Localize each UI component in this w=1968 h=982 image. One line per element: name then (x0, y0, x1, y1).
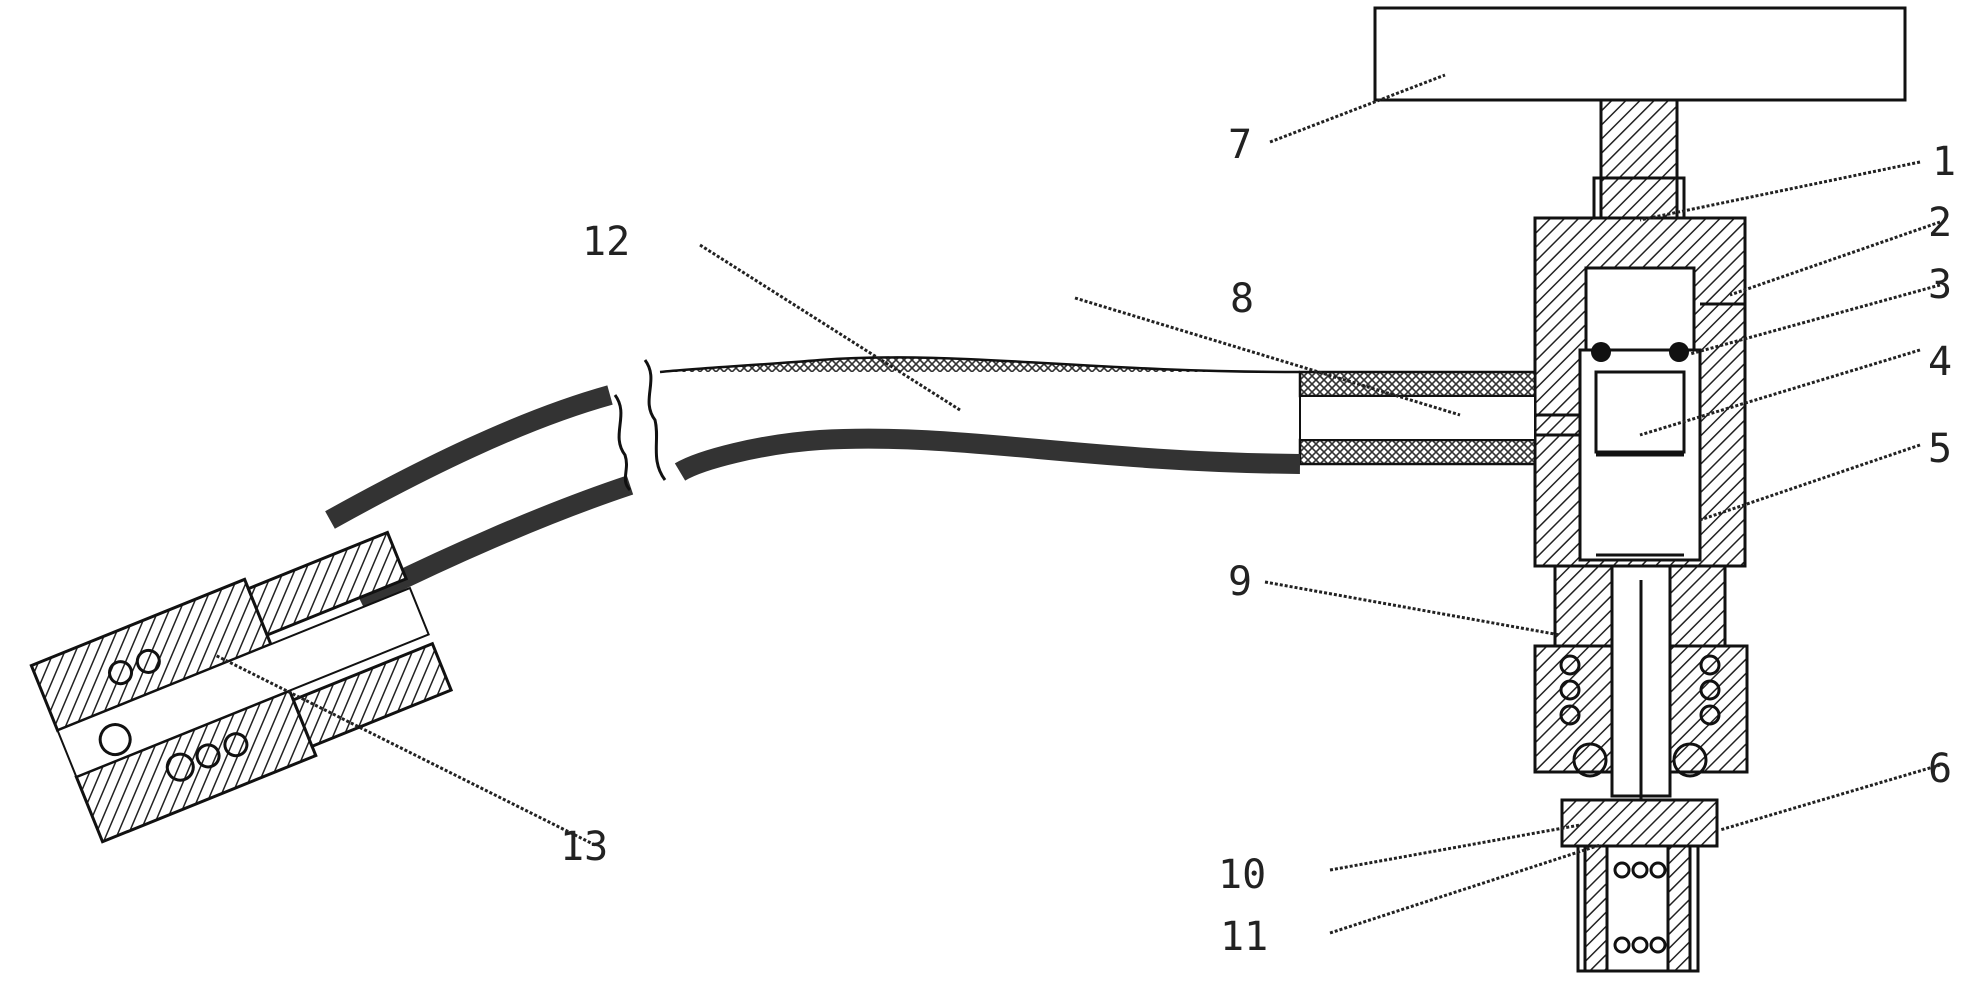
label-2: 2 (1928, 200, 1952, 246)
nozzle-tip (1560, 798, 1719, 973)
label-13: 13 (560, 824, 608, 870)
label-10: 10 (1218, 852, 1266, 898)
part-labels: 1 2 3 4 5 6 7 8 9 10 11 12 13 (560, 122, 1956, 960)
end-fitting (29, 530, 454, 844)
nozzle-housing (1533, 564, 1749, 820)
label-7: 7 (1228, 122, 1252, 168)
top-plate (1373, 6, 1907, 102)
side-pipe (1298, 370, 1537, 466)
label-9: 9 (1228, 559, 1252, 605)
valve-body (1533, 216, 1747, 568)
label-1: 1 (1932, 139, 1956, 185)
label-6: 6 (1928, 746, 1952, 792)
leader-lines (214, 73, 1941, 935)
label-3: 3 (1928, 262, 1952, 308)
label-4: 4 (1928, 339, 1952, 385)
label-11: 11 (1220, 914, 1268, 960)
hose (325, 356, 1301, 609)
label-5: 5 (1928, 426, 1952, 472)
label-12: 12 (582, 219, 630, 265)
label-8: 8 (1230, 276, 1254, 322)
